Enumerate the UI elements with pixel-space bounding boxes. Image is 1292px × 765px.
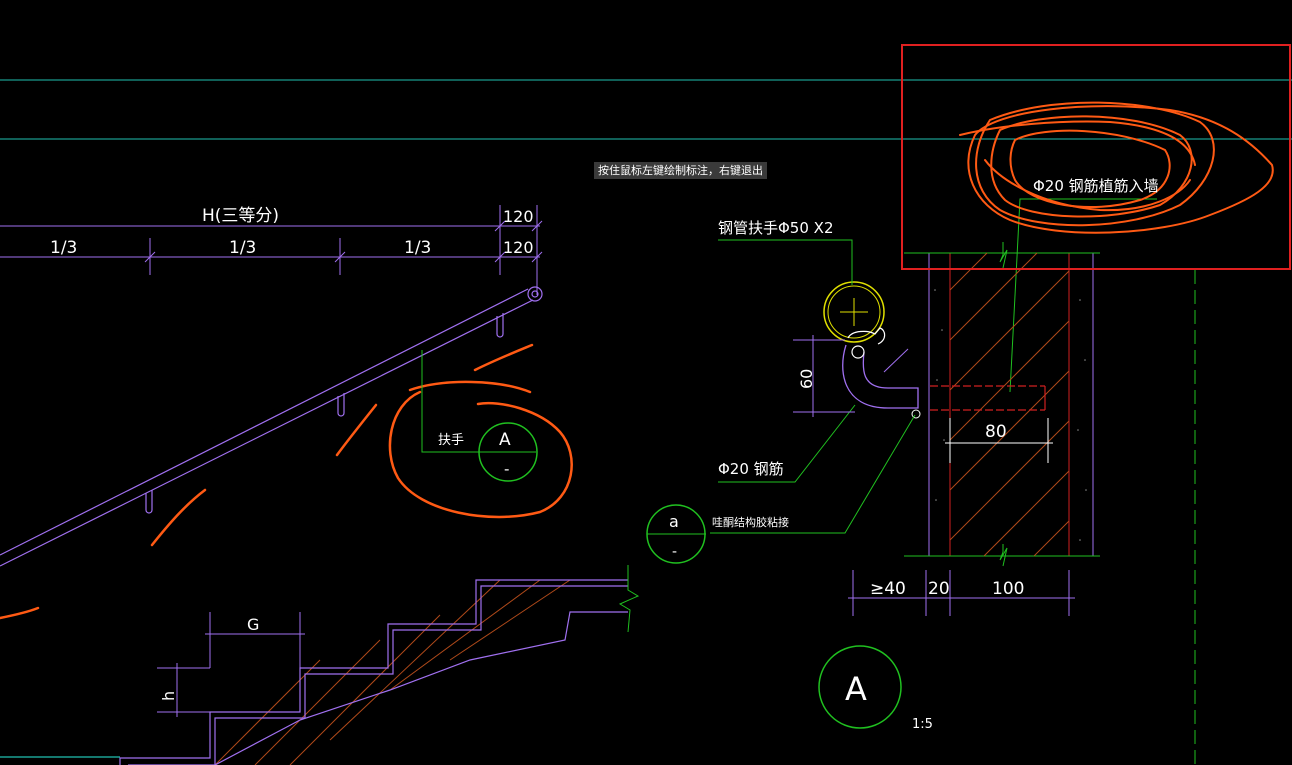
label-adhesive: 哇酮结构胶粘接 (712, 515, 789, 529)
detail-mark-circle (818, 645, 902, 729)
dim-height-60: 60 (797, 369, 816, 389)
dim-120-bottom: 120 (503, 238, 534, 257)
detail-scale: 1:5 (912, 717, 933, 732)
dim-120-top: 120 (503, 207, 534, 226)
wall-break-marks (999, 242, 1008, 567)
callout-small (646, 504, 706, 564)
callout-small-letter: a (669, 512, 679, 531)
dim-60-lines (793, 335, 855, 417)
dim-third-1: 1/3 (50, 238, 77, 258)
stair-dimensions (157, 612, 305, 717)
wall-hatch (949, 252, 1070, 557)
wall-section (904, 252, 1100, 557)
label-rebar-20: Φ20 钢筋 (718, 460, 784, 478)
top-dimension-lines (0, 205, 543, 295)
red-highlight-box[interactable] (901, 44, 1291, 270)
embedded-rebar (930, 385, 1046, 411)
dim-gap-40: ≥40 (870, 579, 906, 599)
stair-outline (0, 579, 628, 765)
command-tooltip: 按住鼠标左键绘制标注，右键退出 (594, 162, 767, 179)
dim-riser: h (159, 691, 178, 701)
dim-80-lines (945, 418, 1053, 463)
callout-a-sub: - (504, 460, 509, 478)
detail-leaders (710, 198, 1157, 534)
orange-markup-left (0, 343, 573, 620)
callout-a-letter: A (499, 430, 511, 450)
dim-embed-80: 80 (985, 422, 1007, 442)
wall-aggregate-dots (934, 289, 1087, 541)
dim-h-thirds: H(三等分) (202, 206, 279, 226)
label-handrail: 扶手 (438, 433, 464, 448)
orange-scribble (959, 101, 1274, 234)
handrail-callout (421, 350, 538, 482)
guide-lines (0, 79, 1292, 140)
detail-mark-letter: A (845, 670, 867, 708)
dim-third-3: 1/3 (404, 238, 431, 258)
label-rebar-embed: Φ20 钢筋植筋入墙 (1033, 177, 1159, 195)
dim-third-2: 1/3 (229, 238, 256, 258)
bottom-dimension-lines (848, 570, 1075, 616)
label-pipe-handrail: 钢管扶手Φ50 X2 (718, 219, 833, 237)
dim-cover-20: 20 (928, 579, 950, 599)
pipe-handrail-detail (823, 281, 921, 419)
sloped-handrail (0, 286, 543, 567)
callout-small-sub: - (672, 544, 677, 560)
dim-tread: G (247, 615, 259, 634)
dim-wall-100: 100 (992, 579, 1024, 599)
stair-break-mark (618, 565, 640, 633)
